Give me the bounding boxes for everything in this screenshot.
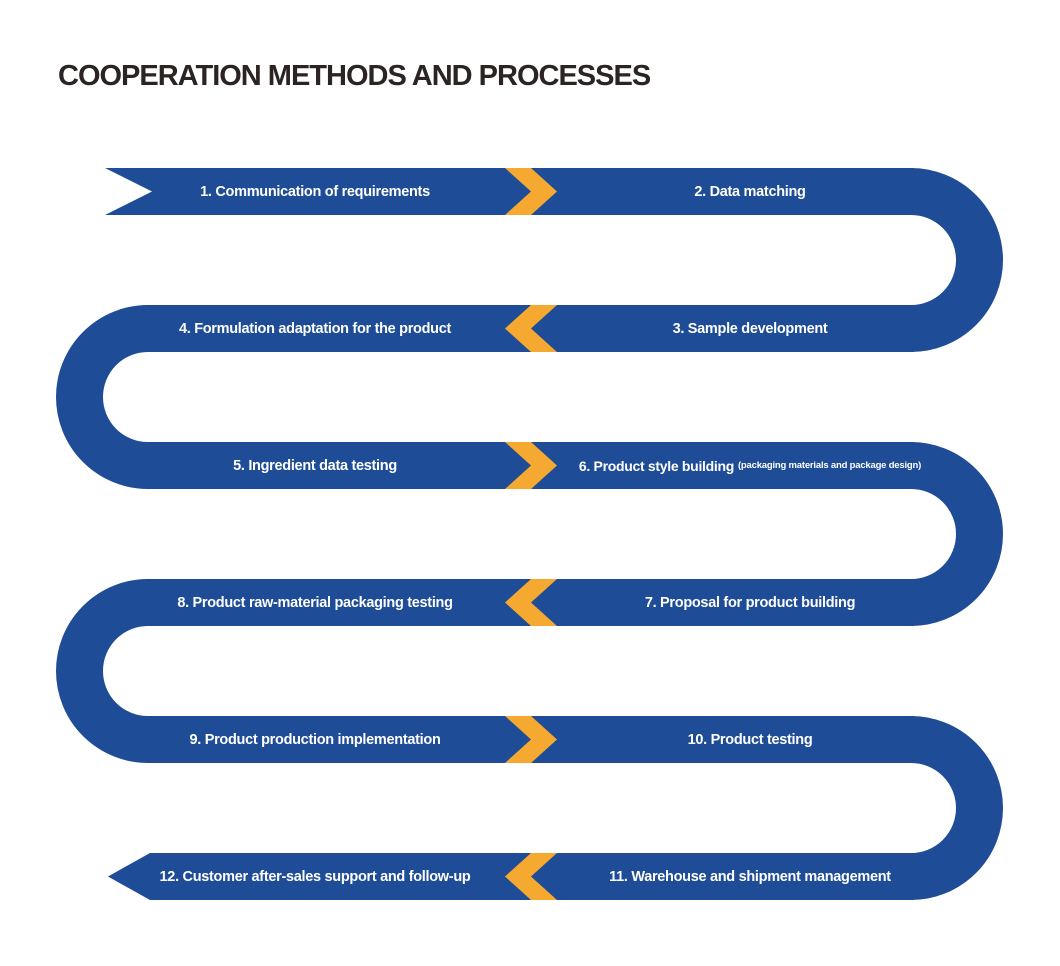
step-label-text: 6. Product style building bbox=[578, 457, 734, 474]
step-9-label: 9. Product production implementation bbox=[120, 716, 510, 763]
step-2-label: 2. Data matching bbox=[560, 168, 940, 215]
step-10-label: 10. Product testing bbox=[560, 716, 940, 763]
step-label-text: 3. Sample development bbox=[672, 320, 828, 337]
step-label-text: 10. Product testing bbox=[687, 731, 813, 748]
step-3-label: 3. Sample development bbox=[560, 305, 940, 352]
step-1-label: 1. Communication of requirements bbox=[120, 168, 510, 215]
step-11-label: 11. Warehouse and shipment management bbox=[560, 853, 940, 900]
step-label-text: 5. Ingredient data testing bbox=[233, 457, 397, 474]
step-8-label: 8. Product raw-material packaging testin… bbox=[120, 579, 510, 626]
step-label-text: 7. Proposal for product building bbox=[644, 594, 856, 611]
step-label-text: 1. Communication of requirements bbox=[200, 183, 430, 200]
step-label-text: 8. Product raw-material packaging testin… bbox=[177, 594, 453, 611]
step-4-label: 4. Formulation adaptation for the produc… bbox=[120, 305, 510, 352]
step-5-label: 5. Ingredient data testing bbox=[120, 442, 510, 489]
step-label-text: 2. Data matching bbox=[694, 183, 806, 200]
step-12-label: 12. Customer after-sales support and fol… bbox=[120, 853, 510, 900]
step-label-note: (packaging materials and package design) bbox=[737, 460, 922, 471]
step-label-text: 11. Warehouse and shipment management bbox=[609, 868, 891, 885]
step-label-text: 12. Customer after-sales support and fol… bbox=[159, 868, 471, 885]
step-7-label: 7. Proposal for product building bbox=[560, 579, 940, 626]
page-title: COOPERATION METHODS AND PROCESSES bbox=[58, 60, 651, 92]
step-6-label: 6. Product style building (packaging mat… bbox=[560, 442, 940, 489]
step-label-text: 9. Product production implementation bbox=[189, 731, 441, 748]
ribbon-band-row-1 bbox=[105, 168, 914, 215]
step-label-text: 4. Formulation adaptation for the produc… bbox=[178, 320, 452, 337]
